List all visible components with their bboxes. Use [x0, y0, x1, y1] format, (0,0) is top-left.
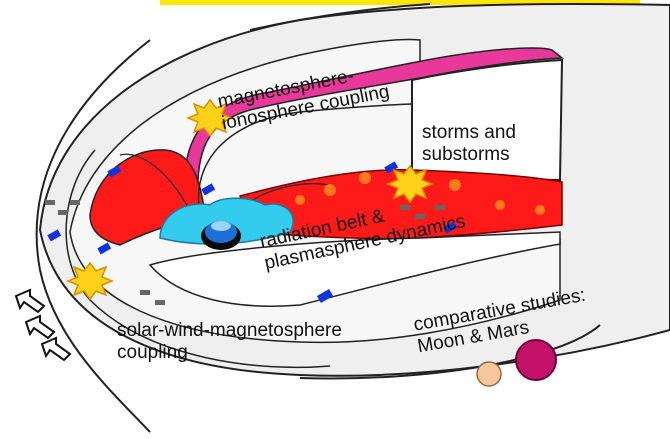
label-storms: storms and substorms — [422, 122, 516, 166]
label-sw-coupling: solar-wind-magnetosphere coupling — [117, 320, 342, 364]
moon-icon — [477, 362, 501, 386]
mars-icon — [516, 340, 556, 380]
